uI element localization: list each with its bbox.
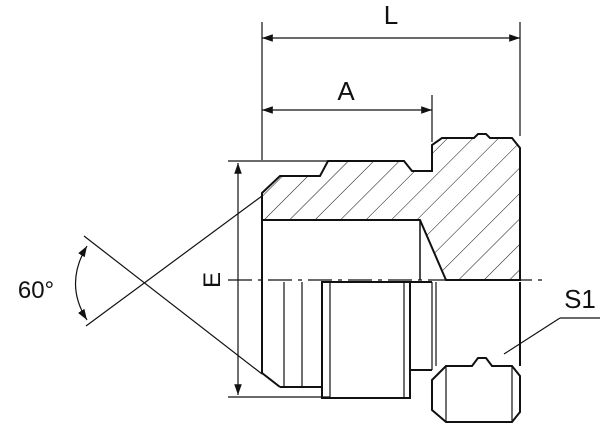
leader-S1: S1 <box>503 284 600 355</box>
label-A: A <box>337 76 355 106</box>
label-E: E <box>199 272 226 288</box>
label-S1: S1 <box>564 284 596 314</box>
label-60-degrees: 60° <box>18 277 54 304</box>
angle-indicator: 60° <box>18 195 263 375</box>
dimension-L: L <box>261 0 521 160</box>
dimension-E: E <box>199 160 404 398</box>
hatched-section <box>261 133 521 281</box>
dimension-A: A <box>262 76 433 142</box>
fitting-body-lower <box>261 193 521 423</box>
label-L: L <box>384 0 398 30</box>
